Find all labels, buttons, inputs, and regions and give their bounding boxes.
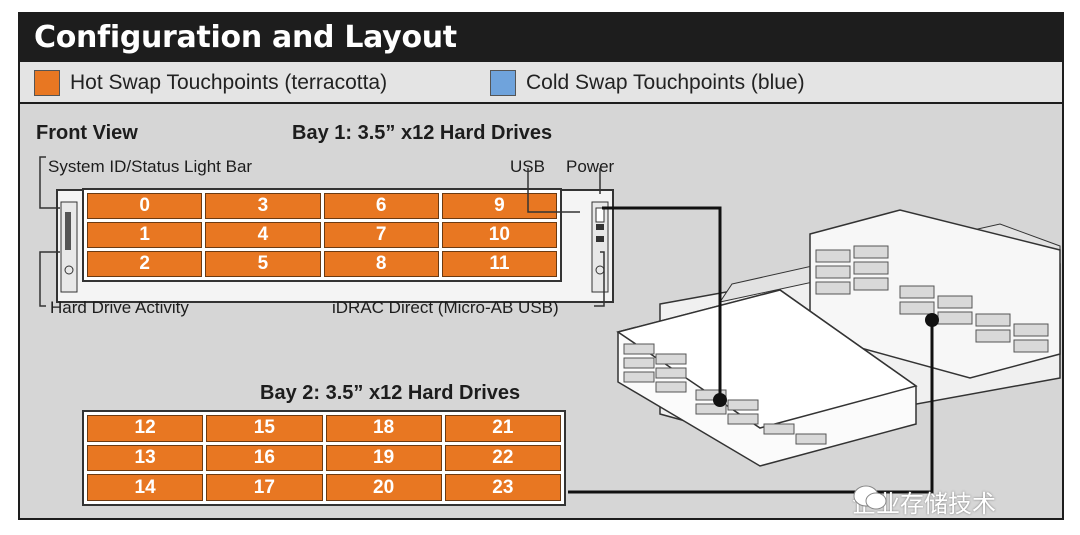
drive-slot-5: 5 bbox=[205, 251, 321, 277]
watermark: 企业存储技术 bbox=[852, 484, 996, 519]
drive-slot-15: 15 bbox=[206, 415, 323, 442]
drive-slot-23: 23 bbox=[444, 474, 561, 501]
drive-slot-4: 4 bbox=[205, 222, 321, 248]
leader-dot-bay2 bbox=[925, 313, 939, 327]
drive-slot-8: 8 bbox=[323, 251, 439, 277]
hot-swap-swatch bbox=[34, 70, 60, 96]
page-title: Configuration and Layout bbox=[20, 14, 1062, 62]
drive-slot-6: 6 bbox=[323, 193, 439, 219]
drive-slot-11: 11 bbox=[441, 251, 557, 277]
callout-power: Power bbox=[566, 157, 615, 176]
hot-swap-label: Hot Swap Touchpoints (terracotta) bbox=[70, 71, 388, 94]
drive-slot-10: 10 bbox=[441, 222, 557, 248]
drive-slot-13: 13 bbox=[87, 444, 204, 472]
drive-slot-14: 14 bbox=[87, 474, 204, 501]
callout-usb: USB bbox=[510, 157, 545, 176]
drive-slot-16: 16 bbox=[206, 444, 323, 472]
front-view-label: Front View bbox=[36, 122, 138, 144]
drive-slot-17: 17 bbox=[206, 474, 323, 501]
wechat-icon bbox=[853, 485, 887, 510]
bay2-title: Bay 2: 3.5” x12 Hard Drives bbox=[260, 382, 521, 404]
legend: Hot Swap Touchpoints (terracotta) Cold S… bbox=[20, 62, 1062, 104]
leader-line-bay1 bbox=[602, 206, 722, 400]
legend-item-hot: Hot Swap Touchpoints (terracotta) bbox=[34, 69, 387, 97]
drive-slot-0: 0 bbox=[87, 193, 203, 219]
legend-item-cold: Cold Swap Touchpoints (blue) bbox=[490, 69, 805, 97]
drive-slot-19: 19 bbox=[325, 444, 442, 472]
leader-line-bay2 bbox=[568, 320, 934, 494]
bay1-title: Bay 1: 3.5” x12 Hard Drives bbox=[292, 122, 553, 144]
drive-slot-2: 2 bbox=[87, 251, 203, 277]
drive-slot-12: 12 bbox=[87, 415, 204, 442]
drive-slot-22: 22 bbox=[444, 444, 561, 472]
drive-slot-1: 1 bbox=[87, 222, 203, 248]
callout-system-id: System ID/Status Light Bar bbox=[48, 157, 253, 176]
drive-slot-21: 21 bbox=[444, 415, 561, 442]
cold-swap-label: Cold Swap Touchpoints (blue) bbox=[526, 71, 805, 94]
drive-slot-18: 18 bbox=[325, 415, 442, 442]
drive-slot-7: 7 bbox=[323, 222, 439, 248]
callout-hdd-activity: Hard Drive Activity bbox=[50, 298, 189, 317]
callout-idrac: iDRAC Direct (Micro-AB USB) bbox=[332, 298, 559, 317]
diagram-frame: Configuration and Layout Hot Swap Touchp… bbox=[18, 12, 1064, 520]
cold-swap-swatch bbox=[490, 70, 516, 96]
leader-dot-bay1 bbox=[713, 393, 727, 407]
drive-slot-20: 20 bbox=[325, 474, 442, 501]
drive-slot-3: 3 bbox=[205, 193, 321, 219]
drive-slot-9: 9 bbox=[441, 193, 557, 219]
